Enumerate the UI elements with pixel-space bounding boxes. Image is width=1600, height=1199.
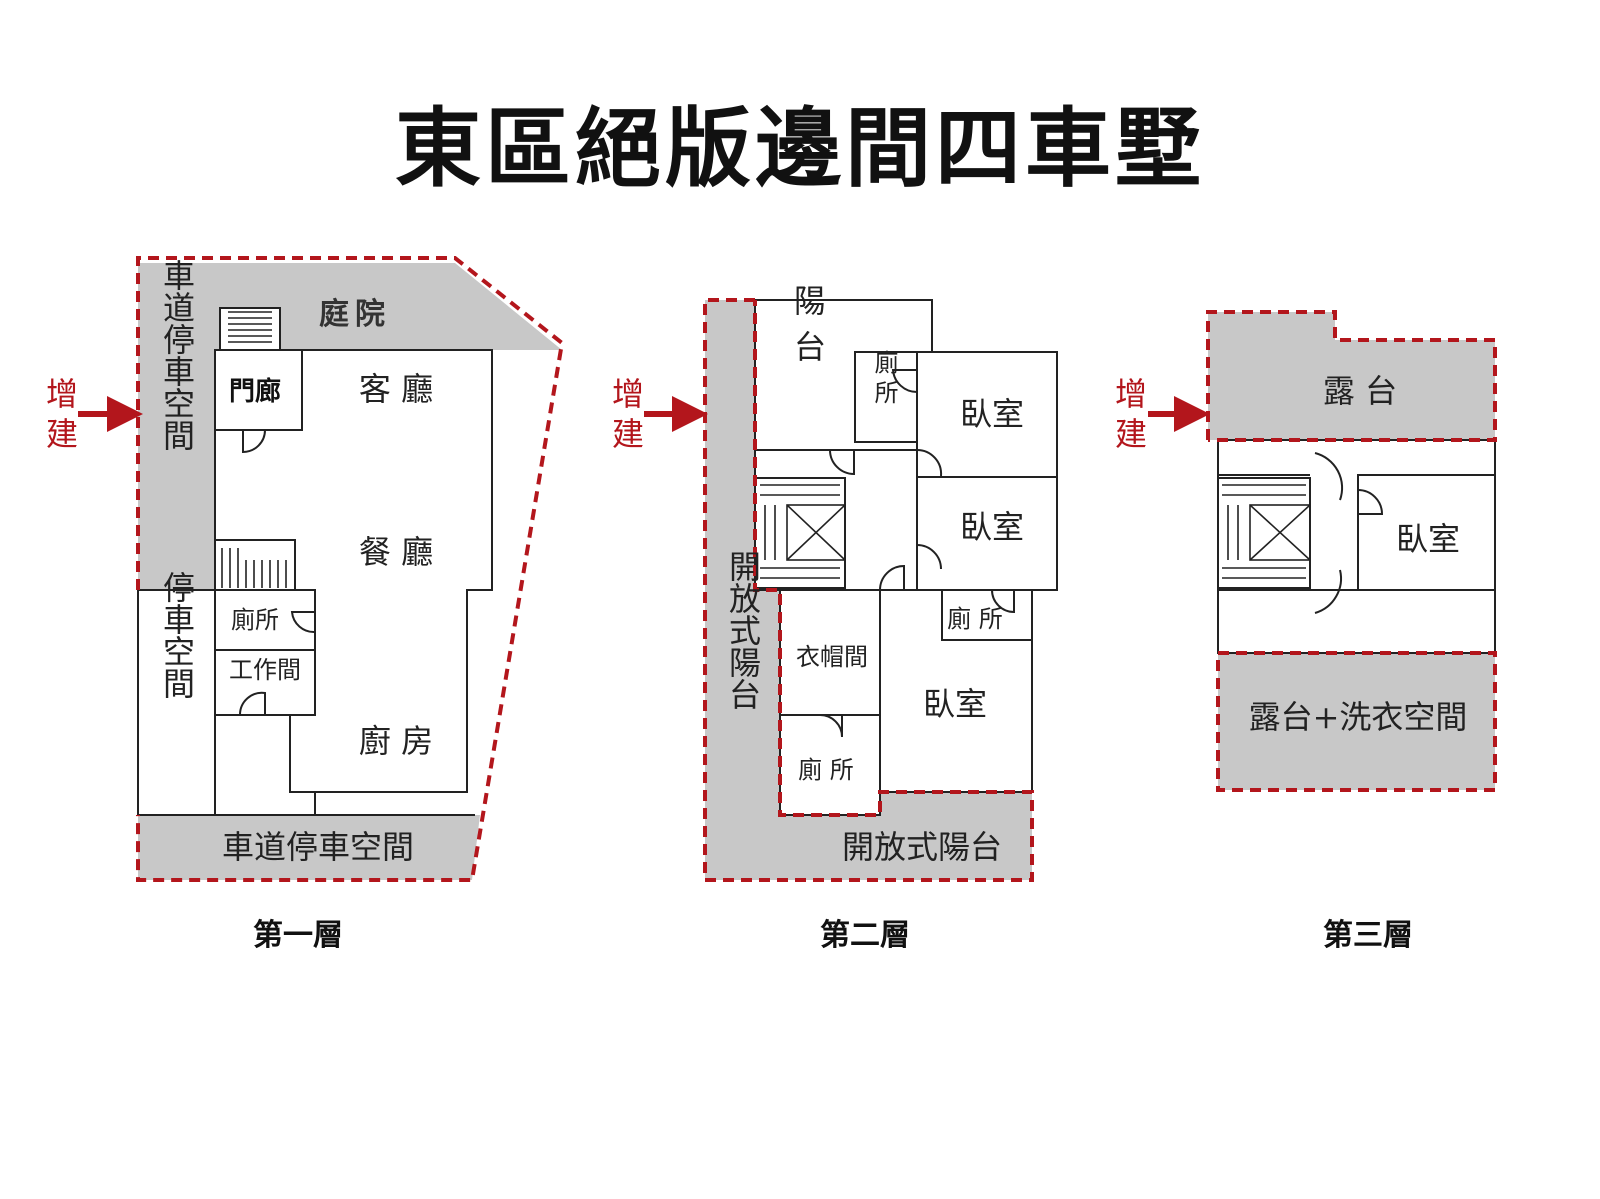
room-label-bedroom-3: 臥室 bbox=[923, 685, 987, 723]
addition-label-bottom: 建 bbox=[46, 415, 78, 453]
room-label-balcony: 陽台 bbox=[789, 284, 827, 376]
room-label-bedroom-2: 臥室 bbox=[960, 508, 1024, 546]
room-label-courtyard: 庭院 bbox=[319, 297, 391, 332]
page-title: 東區絕版邊間四車墅 bbox=[395, 99, 1205, 199]
floor-3-plan bbox=[1206, 310, 1497, 792]
room-label-porch: 門廊 bbox=[229, 376, 281, 407]
floor-2-caption: 第二層 bbox=[820, 918, 910, 953]
room-label-bedroom: 臥室 bbox=[1396, 520, 1460, 558]
addition-label-top: 增 bbox=[1115, 375, 1147, 413]
floor-2-plan bbox=[703, 298, 1058, 882]
addition-label-bottom: 建 bbox=[612, 415, 644, 453]
addition-label-bottom: 建 bbox=[1115, 415, 1147, 453]
room-label-driveway-bottom: 車道停車空間 bbox=[222, 828, 414, 866]
room-label-dining: 餐 廳 bbox=[359, 533, 433, 571]
room-label-terrace-laundry: 露台+洗衣空間 bbox=[1249, 698, 1468, 736]
room-label-toilet-top: 廁所 bbox=[870, 350, 898, 410]
room-label-living: 客 廳 bbox=[359, 370, 433, 408]
addition-label-top: 增 bbox=[612, 375, 644, 413]
floor-3-caption: 第三層 bbox=[1323, 918, 1413, 953]
addition-marker-floor-2: 增 建 bbox=[612, 375, 708, 453]
room-label-driveway-side: 車道停車空間 bbox=[158, 259, 196, 451]
room-label-toilet-bottom: 廁 所 bbox=[798, 756, 854, 784]
addition-marker-floor-3: 增 建 bbox=[1115, 375, 1210, 453]
room-label-toilet: 廁所 bbox=[231, 606, 279, 634]
addition-marker-floor-1: 增 建 bbox=[46, 375, 143, 453]
room-label-closet: 衣帽間 bbox=[796, 643, 868, 671]
room-label-open-balcony-bottom: 開放式陽台 bbox=[842, 828, 1002, 866]
room-label-open-balcony-side: 開放式陽台 bbox=[724, 550, 762, 710]
floor-1-plan bbox=[136, 256, 565, 882]
room-label-terrace: 露 台 bbox=[1323, 372, 1397, 410]
room-label-kitchen: 廚 房 bbox=[359, 722, 433, 760]
addition-label-top: 增 bbox=[46, 375, 78, 413]
floor-1-caption: 第一層 bbox=[253, 918, 343, 953]
room-label-toilet-mid: 廁 所 bbox=[947, 605, 1003, 633]
room-label-workroom: 工作間 bbox=[229, 656, 301, 684]
room-label-bedroom-1: 臥室 bbox=[960, 395, 1024, 433]
room-label-parking: 停車空間 bbox=[158, 571, 196, 699]
